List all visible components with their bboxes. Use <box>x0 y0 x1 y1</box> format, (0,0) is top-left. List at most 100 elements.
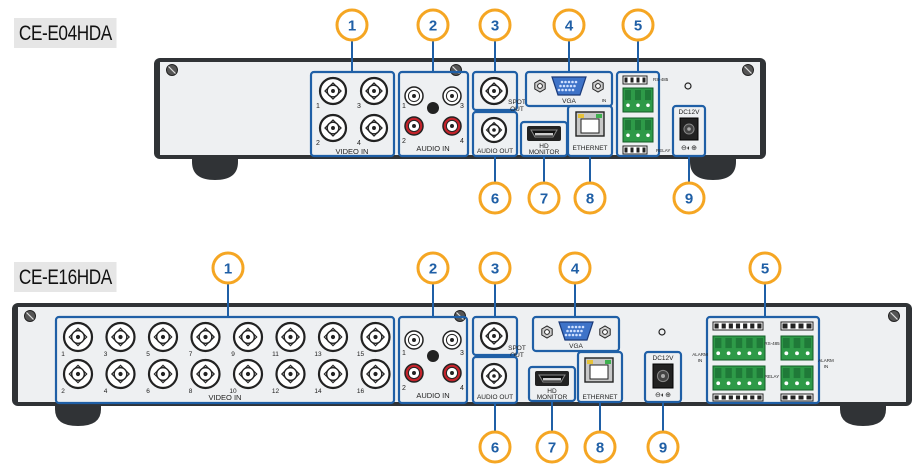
svg-text:2: 2 <box>429 261 437 278</box>
audio-out-label: AUDIO OUT <box>477 394 513 401</box>
spot-out-label: SPOT <box>508 99 526 106</box>
bnc-connector <box>190 321 221 353</box>
spot-out-label: SPOT <box>508 345 526 352</box>
svg-text:1: 1 <box>224 261 232 278</box>
bnc-connector <box>275 321 306 353</box>
hd-monitor-label: HD <box>539 143 549 150</box>
video-in-number: 16 <box>357 388 365 395</box>
bnc-connector <box>359 113 389 143</box>
bnc-connector <box>105 358 136 390</box>
callout-2-top: 2 <box>416 8 450 42</box>
bnc-connector <box>275 358 306 390</box>
bnc-connector <box>479 321 509 351</box>
alarm-in-label-right: IN <box>824 364 829 369</box>
bnc-connector <box>479 76 509 106</box>
alarm-in-label: IN <box>698 358 703 363</box>
svg-text:2: 2 <box>429 18 437 35</box>
video-in-number: 1 <box>61 351 65 358</box>
ground-screw <box>427 102 439 114</box>
svg-text:5: 5 <box>761 261 769 278</box>
svg-text:3: 3 <box>491 18 499 35</box>
video-in-number: 5 <box>146 351 150 358</box>
screw <box>450 64 462 76</box>
svg-text:5: 5 <box>634 18 642 35</box>
vga-port <box>551 76 587 96</box>
bnc-connector <box>62 358 94 390</box>
rca-connector <box>404 330 424 350</box>
bnc-connector <box>232 358 264 390</box>
rca-connector <box>404 363 424 383</box>
svg-text:1: 1 <box>348 18 356 35</box>
video-in-number: 2 <box>316 140 320 147</box>
bnc-connector <box>360 358 391 390</box>
video-in-number: 1 <box>316 103 320 110</box>
bnc-connector <box>105 321 136 353</box>
vga-label: VGA <box>562 98 576 105</box>
audio-in-number: 3 <box>460 350 464 357</box>
callout-2-bottom: 2 <box>416 251 450 285</box>
bnc-connector <box>62 321 94 353</box>
video-in-number: 6 <box>146 388 150 395</box>
led-indicator <box>658 328 666 336</box>
pin-header <box>712 321 764 331</box>
video-in-number: 3 <box>357 103 361 110</box>
video-in-number: 10 <box>229 388 237 395</box>
callout-5-top: 5 <box>621 8 655 42</box>
terminal-block <box>780 365 814 391</box>
ethernet-port <box>584 357 614 383</box>
video-in-number: 11 <box>272 351 279 358</box>
hdmi-port <box>527 126 561 141</box>
svg-text:6: 6 <box>491 440 499 457</box>
ethernet-port <box>575 111 605 137</box>
svg-text:4: 4 <box>571 261 580 278</box>
rca-connector <box>404 86 424 106</box>
bnc-connector <box>147 358 179 390</box>
hd-monitor-label: HD <box>547 388 557 395</box>
vga-screw <box>534 79 546 93</box>
svg-text:8: 8 <box>586 191 594 208</box>
video-in-label: VIDEO IN <box>336 147 369 156</box>
rs485-label: RS-485 <box>653 77 669 82</box>
pin-header <box>622 145 648 155</box>
video-in-number: 14 <box>314 388 322 395</box>
polarity-symbol: ⊖◐⊕ <box>681 145 697 152</box>
bnc-connector <box>317 321 349 353</box>
audio-in-number: 3 <box>460 103 464 110</box>
vga-screw <box>592 79 604 93</box>
video-in-number: 13 <box>314 351 322 358</box>
vga-screw <box>599 325 611 339</box>
alarm-in-label: IN <box>602 98 607 103</box>
audio-in-number: 1 <box>402 103 406 110</box>
bnc-connector <box>480 362 508 390</box>
screw <box>166 64 178 76</box>
bnc-connector <box>480 116 508 144</box>
svg-text:3: 3 <box>491 261 499 278</box>
callout-9-bottom: 9 <box>646 430 680 464</box>
bnc-connector <box>359 76 389 106</box>
callout-5-bottom: 5 <box>748 251 782 285</box>
callout-7-bottom: 7 <box>535 430 569 464</box>
video-in-number: 7 <box>189 351 193 358</box>
bnc-connector <box>190 358 221 390</box>
spot-out-label: OUT <box>510 352 524 359</box>
model-label-bottom: CE-E16HDA <box>14 262 117 292</box>
video-in-group-bottom <box>54 315 396 405</box>
rca-connector <box>442 363 462 383</box>
svg-text:6: 6 <box>491 191 499 208</box>
svg-text:9: 9 <box>659 440 667 457</box>
svg-text:8: 8 <box>596 440 604 457</box>
rca-connector <box>404 116 424 136</box>
video-in-number: 4 <box>357 140 361 147</box>
dc12v-label: DC12V <box>679 109 701 116</box>
hd-monitor-label: MONITOR <box>537 394 568 401</box>
led-indicator <box>684 82 692 90</box>
hdmi-port <box>535 371 569 386</box>
callout-9-top: 9 <box>672 181 706 215</box>
polarity-symbol: ⊖◐⊕ <box>655 392 671 399</box>
relay-label: RELAY <box>765 374 779 379</box>
spot-out-label: OUT <box>510 106 524 113</box>
pin-header <box>780 321 814 331</box>
video-in-number: 8 <box>189 388 193 395</box>
audio-out-label: AUDIO OUT <box>477 148 513 155</box>
